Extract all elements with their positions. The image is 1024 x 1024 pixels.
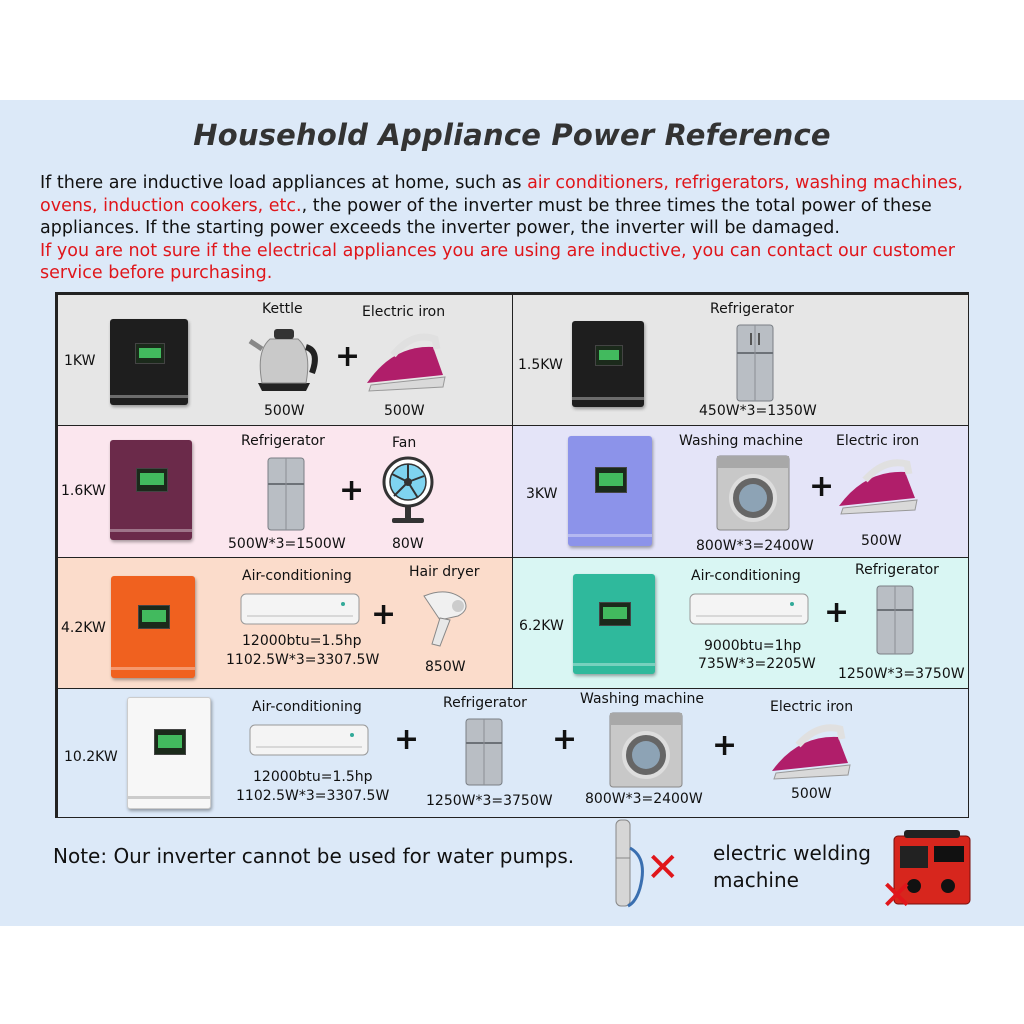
refrigerator-icon — [876, 585, 914, 655]
appliance-name: Electric iron — [770, 699, 854, 715]
plus-sign: + — [824, 595, 850, 630]
power-label: 1KW — [64, 353, 96, 369]
inverter-image — [110, 319, 188, 405]
inverter-image — [111, 576, 195, 678]
appliance-name: Washing machine — [580, 691, 704, 707]
power-label: 10.2KW — [64, 749, 118, 765]
iron-icon — [839, 459, 918, 515]
refrigerator-icon — [465, 718, 503, 786]
inverter-image — [110, 440, 192, 540]
refrigerator-icon — [736, 324, 774, 402]
plus-sign: + — [335, 339, 361, 374]
welding-machine-label: electric welding machine — [713, 840, 871, 894]
iron-icon — [772, 724, 851, 780]
not-allowed-icon: ✕ — [646, 845, 680, 891]
appliance-name: Hair dryer — [409, 564, 480, 580]
page-title: Household Appliance Power Reference — [193, 118, 831, 152]
appliance-name: Electric iron — [362, 304, 446, 320]
appliance-watt-1: 12000btu=1.5hp — [253, 769, 373, 785]
appliance-watt-1: 12000btu=1.5hp — [242, 633, 362, 649]
power-label: 3KW — [526, 486, 558, 502]
washing-machine-icon — [609, 712, 683, 788]
intro-part-1: If there are inductive load appliances a… — [40, 173, 528, 193]
appliance-name: Fan — [392, 435, 417, 451]
kettle-icon — [248, 329, 318, 391]
appliance-name: Refrigerator — [855, 562, 939, 578]
appliance-watt: 500W — [384, 403, 425, 419]
appliance-name: Refrigerator — [443, 695, 527, 711]
washing-machine-icon — [716, 455, 790, 531]
cell-3kw: 3KW Washing machine 800W*3=2400W + Elect… — [512, 425, 969, 558]
inverter-image — [572, 321, 644, 407]
power-label: 1.5KW — [518, 357, 563, 373]
plus-sign: + — [371, 597, 397, 632]
appliance-watt: 850W — [425, 659, 466, 675]
appliance-watt-2: 1102.5W*3=3307.5W — [236, 788, 390, 804]
plus-sign: + — [339, 473, 365, 508]
cell-4-2kw: 4.2KW Air-conditioning 12000btu=1.5hp 11… — [57, 557, 514, 689]
appliance-watt: 450W*3=1350W — [699, 403, 817, 419]
fan-icon — [382, 456, 434, 523]
iron-icon — [367, 333, 446, 392]
appliance-watt: 500W — [264, 403, 305, 419]
plus-sign: + — [552, 722, 578, 757]
appliance-watt: 1250W*3=3750W — [838, 666, 965, 682]
appliance-name: Air-conditioning — [252, 699, 362, 715]
appliance-watt: 500W*3=1500W — [228, 536, 346, 552]
appliance-watt: 80W — [392, 536, 424, 552]
welding-label-line-1: electric welding — [713, 841, 871, 865]
intro-part-2: , the power of the inverter must be thre… — [40, 195, 932, 239]
cell-1kw: 1KW Kettle 500W + Electric iron 500W — [57, 294, 514, 426]
refrigerator-icon — [267, 457, 305, 531]
water-pump-note: Note: Our inverter cannot be used for wa… — [53, 844, 575, 868]
appliance-name: Electric iron — [836, 433, 920, 449]
intro-warning: If you are not sure if the electrical ap… — [40, 240, 955, 284]
appliance-name: Air-conditioning — [691, 568, 801, 584]
intro-inductive-list: air conditioners, refrigerators, washing… — [40, 173, 963, 216]
appliance-name: Refrigerator — [710, 301, 794, 317]
plus-sign: + — [394, 722, 420, 757]
appliance-name: Washing machine — [679, 433, 803, 449]
cell-10-2kw: 10.2KW Air-conditioning 12000btu=1.5hp 1… — [57, 688, 969, 818]
cell-1-6kw: 1.6KW Refrigerator 500W*3=1500W + Fan 80… — [57, 425, 514, 558]
appliance-watt: 800W*3=2400W — [585, 791, 703, 807]
air-conditioner-icon — [249, 724, 369, 756]
power-reference-table: 1KW Kettle 500W + Electric iron 500W 1.5… — [55, 292, 969, 818]
appliance-name: Kettle — [262, 301, 303, 317]
appliance-watt-2: 1102.5W*3=3307.5W — [226, 652, 380, 668]
cell-1-5kw: 1.5KW Refrigerator 450W*3=1350W — [512, 294, 969, 426]
not-allowed-icon: ✕ — [880, 873, 914, 919]
air-conditioner-icon — [240, 593, 360, 625]
cell-6-2kw: 6.2KW Air-conditioning 9000btu=1hp 735W*… — [512, 557, 969, 689]
plus-sign: + — [712, 728, 738, 763]
welding-label-line-2: machine — [713, 868, 799, 892]
hair-dryer-icon — [423, 591, 467, 647]
appliance-watt: 800W*3=2400W — [696, 538, 814, 554]
appliance-watt: 500W — [791, 786, 832, 802]
power-label: 4.2KW — [61, 620, 106, 636]
inverter-image — [573, 574, 655, 674]
appliance-watt: 1250W*3=3750W — [426, 793, 553, 809]
inverter-image — [127, 697, 211, 809]
appliance-name: Refrigerator — [241, 433, 325, 449]
air-conditioner-icon — [689, 593, 809, 625]
inverter-image — [568, 436, 652, 546]
power-label: 1.6KW — [61, 483, 106, 499]
water-pump-icon — [615, 819, 644, 908]
appliance-watt-2: 735W*3=2205W — [698, 656, 816, 672]
appliance-name: Air-conditioning — [242, 568, 352, 584]
appliance-watt-1: 9000btu=1hp — [704, 638, 802, 654]
intro-text: If there are inductive load appliances a… — [40, 172, 1000, 285]
welding-machine-icon — [893, 830, 971, 905]
appliance-watt: 500W — [861, 533, 902, 549]
power-label: 6.2KW — [519, 618, 564, 634]
plus-sign: + — [809, 469, 835, 504]
